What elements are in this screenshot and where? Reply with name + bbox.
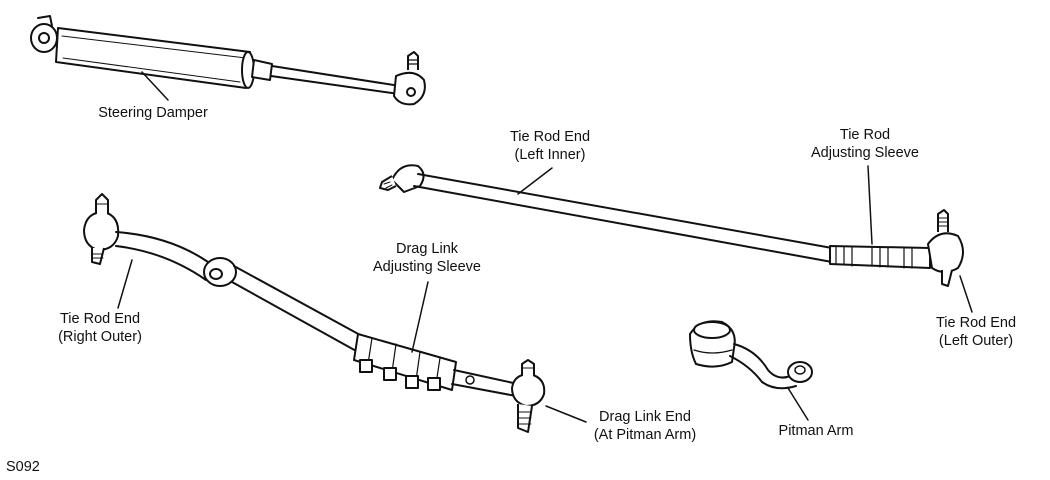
label-tie-rod-end-right-outer-line2: (Right Outer) [58, 329, 142, 345]
tie-rod-drawing [379, 164, 973, 313]
label-steering-damper: Steering Damper [68, 104, 238, 122]
label-tie-rod-end-left-inner-line1: Tie Rod End [509, 129, 591, 145]
figure-code: S092 [6, 458, 40, 476]
label-tie-rod-end-left-outer-line2: (Left Outer) [938, 333, 1014, 349]
label-tie-rod-end-left-outer-line1: Tie Rod End [935, 315, 1017, 331]
label-tie-rod-end-right-outer: Tie Rod End (Right Outer) [30, 310, 170, 346]
label-drag-link-adjusting-sleeve-line1: Drag Link [395, 241, 459, 257]
label-tie-rod-end-left-inner: Tie Rod End (Left Inner) [480, 128, 620, 164]
steering-damper-drawing [30, 15, 426, 106]
label-pitman-arm-text: Pitman Arm [778, 423, 854, 439]
label-steering-damper-text: Steering Damper [98, 105, 208, 121]
label-drag-link-end-line1: Drag Link End [599, 409, 691, 425]
drag-link-drawing [83, 193, 587, 433]
label-tie-rod-adjusting-sleeve-line2: Adjusting Sleeve [810, 145, 919, 161]
label-tie-rod-end-left-inner-line2: (Left Inner) [514, 147, 586, 163]
label-tie-rod-end-left-outer: Tie Rod End (Left Outer) [906, 314, 1046, 350]
label-tie-rod-adjusting-sleeve: Tie Rod Adjusting Sleeve [790, 126, 940, 162]
figure-code-text: S092 [6, 459, 40, 475]
pitman-arm-drawing [689, 320, 813, 421]
label-tie-rod-adjusting-sleeve-line1: Tie Rod [839, 127, 891, 143]
label-drag-link-end-line2: (At Pitman Arm) [593, 427, 697, 443]
label-pitman-arm: Pitman Arm [756, 422, 876, 440]
label-drag-link-adjusting-sleeve: Drag Link Adjusting Sleeve [352, 240, 502, 276]
label-tie-rod-end-right-outer-line1: Tie Rod End [59, 311, 141, 327]
label-drag-link-end: Drag Link End (At Pitman Arm) [570, 408, 720, 444]
label-drag-link-adjusting-sleeve-line2: Adjusting Sleeve [372, 259, 481, 275]
